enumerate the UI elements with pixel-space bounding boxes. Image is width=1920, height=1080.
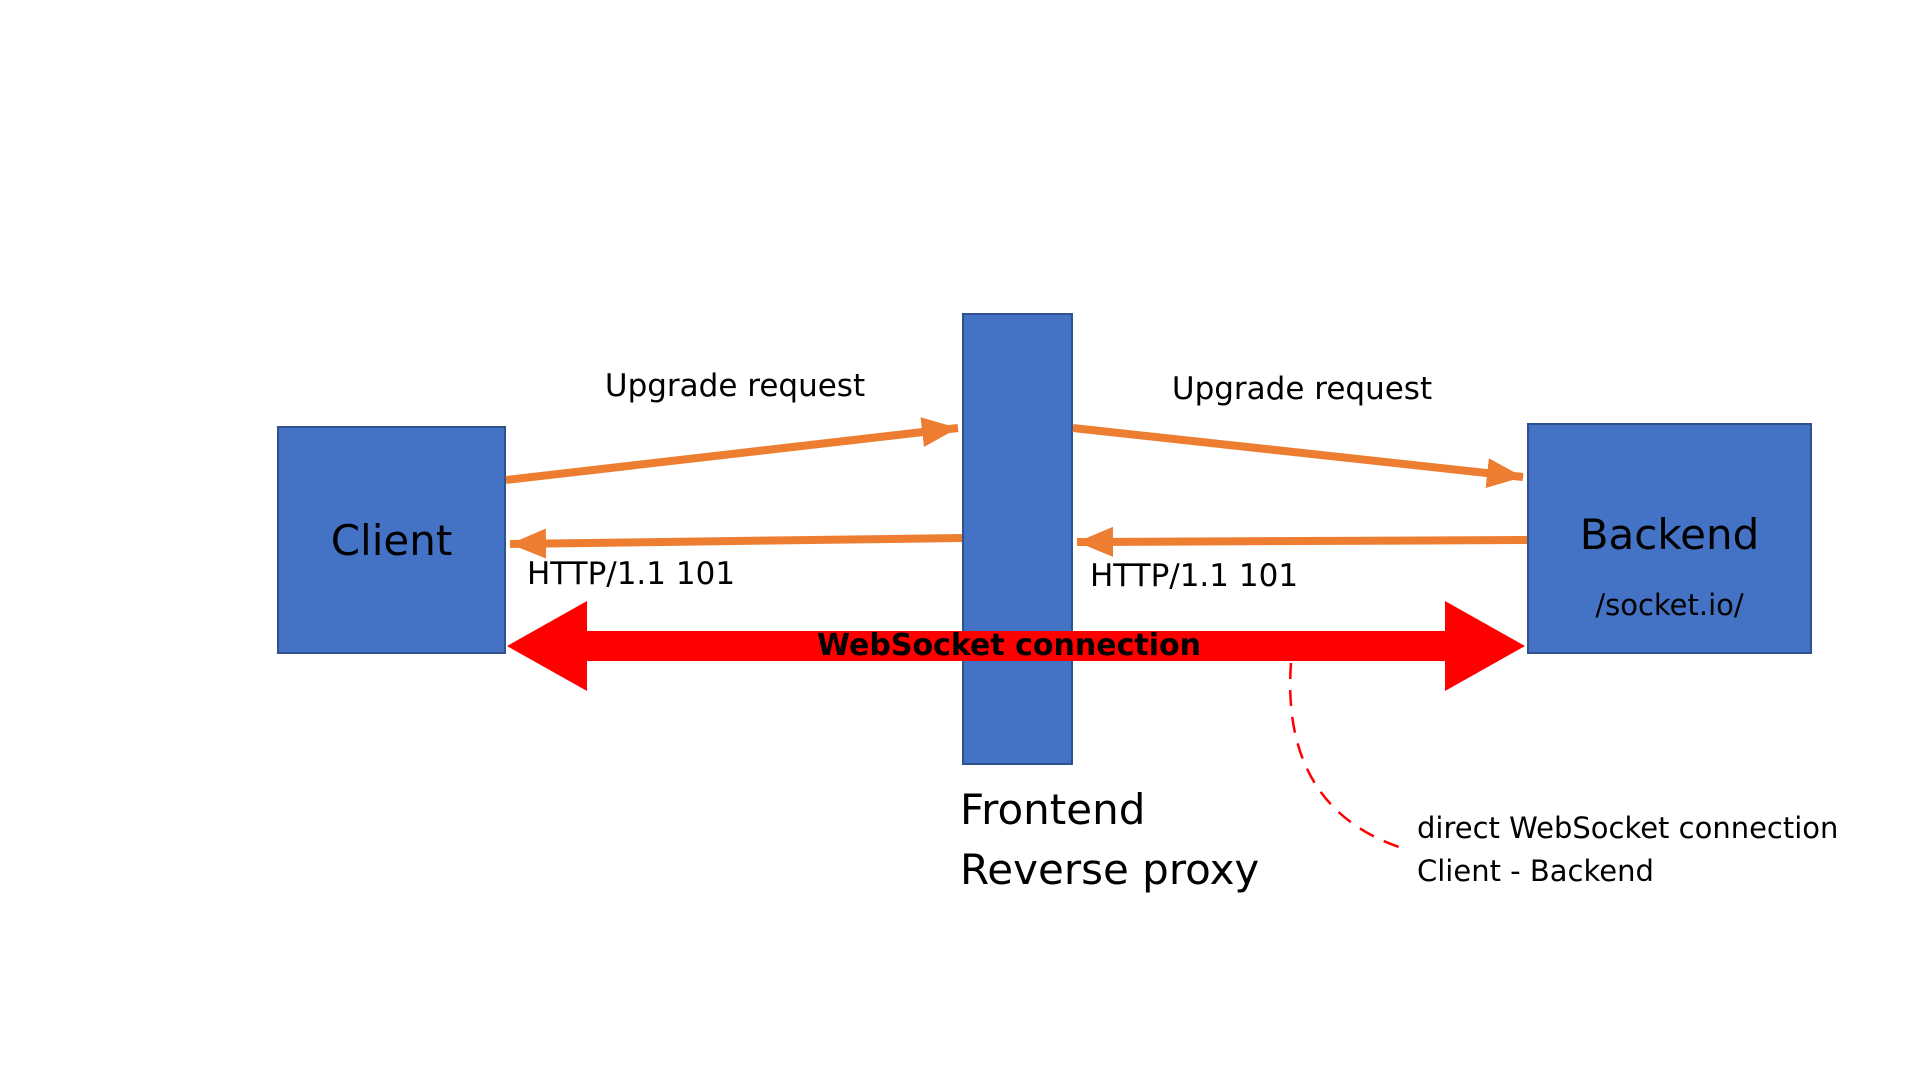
node-client: Client xyxy=(277,426,506,654)
annotation-note-line2: Client - Backend xyxy=(1417,854,1654,888)
upgrade-request-arrow-left xyxy=(505,417,959,484)
annotation-note-line1: direct WebSocket connection xyxy=(1417,811,1839,845)
websocket-connection-label: WebSocket connection xyxy=(817,628,1201,663)
upgrade-request-label-left: Upgrade request xyxy=(604,368,866,404)
upgrade-request-arrow-right xyxy=(1072,424,1524,489)
backend-path-label: /socket.io/ xyxy=(1595,588,1744,622)
node-client-label: Client xyxy=(330,516,453,565)
node-reverse-proxy xyxy=(962,313,1073,765)
http-101-arrow-right xyxy=(1076,526,1528,557)
node-backend: Backend /socket.io/ xyxy=(1527,423,1812,654)
annotation-callout-curve xyxy=(1289,662,1403,850)
node-reverse-proxy-label-line1: Frontend xyxy=(960,785,1146,834)
http-101-label-left: HTTP/1.1 101 xyxy=(526,556,736,592)
http-101-label-right: HTTP/1.1 101 xyxy=(1089,558,1299,594)
node-reverse-proxy-label: Frontend Reverse proxy xyxy=(960,780,1259,900)
http-101-arrow-left xyxy=(509,528,963,559)
node-reverse-proxy-label-line2: Reverse proxy xyxy=(960,845,1260,894)
node-backend-label: Backend xyxy=(1579,510,1760,559)
annotation-note: direct WebSocket connection Client - Bac… xyxy=(1417,807,1838,893)
upgrade-request-label-right: Upgrade request xyxy=(1171,371,1433,407)
